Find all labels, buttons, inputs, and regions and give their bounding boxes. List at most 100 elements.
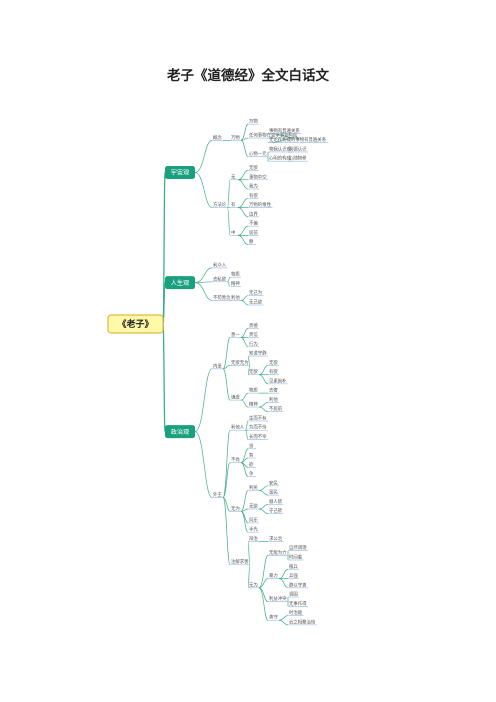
- node-b2-0-1-1-2: 见素抱朴: [268, 377, 288, 384]
- node-label: 利益冲突: [269, 595, 287, 602]
- connector-line: [278, 578, 289, 589]
- node-label: 注解求善: [231, 558, 249, 565]
- connector-line: [258, 554, 269, 589]
- node-label: 不尚: [231, 456, 240, 463]
- node-b2-1-3-1-2-1: 无事作得: [288, 600, 308, 607]
- node-label: 顺人欲: [269, 498, 283, 505]
- node-b2-1-3-1-2-0: 调国: [288, 591, 299, 598]
- node-b2-1-3-1-0-1: 时间着: [288, 553, 304, 560]
- connector-line: [258, 587, 269, 603]
- connector-line: [222, 429, 231, 498]
- connector-line: [258, 587, 269, 621]
- node-label: 行为: [249, 340, 258, 347]
- node-b2-1-2: 无为: [230, 505, 241, 512]
- node-label: 利众人: [213, 261, 227, 268]
- connector-line: [240, 392, 249, 401]
- node-label: 欲: [249, 461, 254, 468]
- connector-line: [194, 282, 213, 301]
- connector-line: [278, 615, 289, 621]
- node-label: 边界: [249, 210, 258, 217]
- node-label: 贵德: [249, 322, 258, 329]
- node-label: 事物有普遍关系: [269, 127, 300, 134]
- connector-line: [278, 619, 289, 626]
- node-label: 静以守善: [289, 581, 307, 588]
- node-label: 万物: [231, 134, 240, 141]
- node-b0-0-0-2-0-0: 明德认识: [288, 145, 308, 152]
- node-b2-0-0-1: 贵信: [248, 331, 259, 338]
- connector-line: [162, 323, 166, 433]
- node-b2-1-2-2: 同乐: [248, 516, 259, 523]
- node-label: 谦虚: [231, 394, 240, 401]
- node-label: 事物中空: [249, 173, 267, 180]
- node-label: 兵强: [289, 572, 298, 579]
- node-label: 自然调理: [289, 544, 307, 551]
- node-b0-1-2: 中: [230, 229, 238, 236]
- root-label: 《老子》: [117, 318, 153, 330]
- node-label: 守己欲: [269, 507, 283, 514]
- connector-line: [227, 276, 231, 283]
- node-label: 有欲: [249, 192, 258, 199]
- node-label: 调国: [289, 591, 298, 598]
- node-label: 无己为: [249, 289, 262, 296]
- node-b0-1-0-2: 我为: [248, 183, 259, 190]
- connector-line: [237, 197, 249, 208]
- node-label: 无欲: [249, 164, 258, 171]
- node-b0-1-1-2: 边界: [248, 210, 259, 217]
- connector-line: [258, 508, 269, 514]
- connector-line: [237, 225, 249, 236]
- node-b1-2-0-0: 无己为: [248, 289, 264, 296]
- node-b0-1-1-1: 万物的根性: [248, 201, 273, 208]
- node-label: 无事作得: [289, 600, 307, 607]
- node-b2-1-3-1-1-1: 兵强: [288, 572, 299, 579]
- node-b1-2: 不苟善念: [212, 294, 232, 301]
- node-label: 有: [231, 201, 236, 208]
- node-label: 任何事物在变手事物构成: [249, 132, 298, 139]
- connector-line: [258, 364, 269, 375]
- node-label: 见素抱朴: [269, 377, 287, 384]
- connector-line: [245, 420, 249, 431]
- node-b2-1-2-1-1: 守己欲: [268, 507, 284, 514]
- node-b0-1-1-0: 有欲: [248, 192, 259, 199]
- node-b2-0-2-1-0: 利他: [268, 396, 279, 403]
- node-label: 同乐: [249, 516, 258, 523]
- node-b0-1-2-0: 不偏: [248, 220, 259, 227]
- node-label: 近之相聚治怡: [289, 618, 316, 625]
- node-label: 时治能: [289, 609, 303, 616]
- node-label: 无: [231, 174, 236, 180]
- node-label: 精神: [231, 280, 240, 287]
- node-b0-1: 方法论: [212, 201, 228, 208]
- connector-line: [237, 207, 249, 218]
- node-label: 不苟善念: [213, 294, 231, 301]
- node-label: 手先: [249, 526, 258, 533]
- node-b0-1-2-1: 居前: [248, 229, 259, 236]
- node-b2-1-1: 不尚: [230, 456, 241, 463]
- node-label: 无能为力: [269, 549, 287, 556]
- node-b2-0-0: 善一: [230, 331, 241, 338]
- connector-line: [237, 179, 249, 190]
- branch-node-0: 宇宙观: [165, 165, 195, 179]
- branch-box: [165, 165, 195, 179]
- node-label: 无欲: [269, 359, 278, 366]
- node-b2-1-2-0-1: 富民: [268, 489, 279, 496]
- node-label: 求公治: [269, 535, 283, 542]
- connector-line: [222, 364, 231, 370]
- node-b1-1-1: 精神: [230, 280, 241, 287]
- node-b2-0: 内圣: [212, 362, 223, 369]
- connector-line: [227, 179, 231, 208]
- node-b0-0-0-2: 心物一元: [248, 150, 268, 157]
- connector-line: [194, 172, 213, 208]
- node-b1-1: 去私欲: [212, 275, 228, 282]
- node-b0-0-0-1-1: 无论在构成的事物有普遍关系: [268, 136, 329, 143]
- connector-line: [240, 337, 249, 348]
- connector-line: [227, 281, 231, 287]
- root-box: [107, 314, 164, 334]
- connector-line: [194, 140, 213, 173]
- node-label: 知道守静: [249, 350, 267, 357]
- node-b0-0-0-1-0: 事物有普遍关系: [268, 127, 302, 134]
- connector-line: [240, 299, 249, 306]
- node-b2-0-2-1-1: 不居前: [268, 405, 284, 412]
- node-label: 无己欲: [249, 298, 263, 305]
- node-b2-1-1-1: 智: [248, 452, 256, 459]
- node-b2-0-2-0: 物质: [248, 387, 259, 394]
- node-label: 中: [231, 229, 235, 236]
